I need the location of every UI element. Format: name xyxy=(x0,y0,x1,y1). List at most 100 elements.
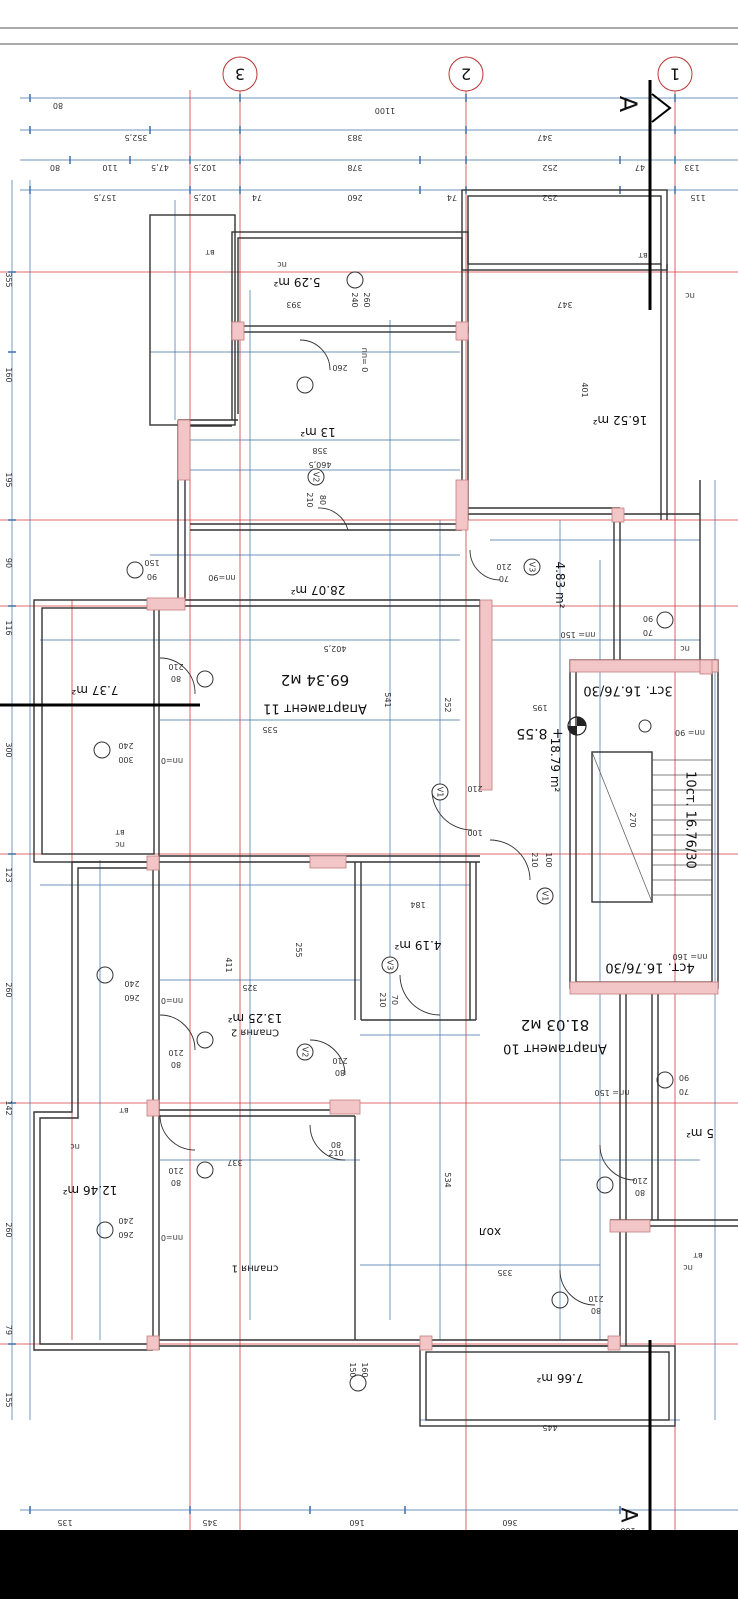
stair-label: 4ст. 16.76/30 xyxy=(605,960,694,975)
dimension-texts: 80 1100 352,5 383 347 80 110 47,5 102,5 … xyxy=(4,101,706,1530)
dimension-value: 252 xyxy=(542,163,557,172)
window-height: 240 xyxy=(118,1216,133,1225)
door-height: 210 xyxy=(467,784,482,793)
sill-height: пп=0 xyxy=(161,756,183,765)
mark-label: пс xyxy=(70,1142,80,1151)
dimension-value: 411 xyxy=(224,957,233,972)
dimension-value: 352,5 xyxy=(125,133,148,142)
window-height: 240 xyxy=(124,979,139,988)
apartment-10-name: Апартамент 10 xyxy=(503,1041,607,1056)
dimension-value: 534 xyxy=(443,1172,452,1187)
sill-height: пп= 90 xyxy=(675,728,705,737)
dimension-value: 184 xyxy=(410,900,425,909)
room-name-hall: хол xyxy=(479,1225,501,1239)
door-height: 210 xyxy=(378,992,387,1007)
dimension-value: 378 xyxy=(347,163,362,172)
dimension-value: 116 xyxy=(4,620,13,635)
door-width: 70 xyxy=(499,574,509,583)
door-tag: V2 xyxy=(312,472,321,483)
installation-marks: вт пс вт пс пс вт пс вт пс вт пс xyxy=(70,248,703,1272)
axis-label-3: 3 xyxy=(235,65,245,84)
door-tag: V3 xyxy=(386,960,395,971)
light-fixture-symbols xyxy=(93,271,674,1392)
door-height: 210 xyxy=(530,852,539,867)
window-width: 160 xyxy=(360,1362,369,1377)
door-tag: V1 xyxy=(436,787,445,798)
dimension-value: 393 xyxy=(286,300,301,309)
dimension-value: 90 xyxy=(4,558,13,568)
window-width: 90 xyxy=(643,614,653,623)
room-area: 18.79 m² xyxy=(548,738,562,793)
window-height: 70 xyxy=(643,628,653,637)
dimension-value: 1100 xyxy=(375,106,395,115)
window-height: 240 xyxy=(118,741,133,750)
stair-label: 3ст. 16.76/30 xyxy=(583,683,672,698)
door-height: 210 xyxy=(168,662,183,671)
dimension-value: 74 xyxy=(252,193,262,202)
bottom-black-bar xyxy=(0,1530,738,1599)
dimension-value: 325 xyxy=(242,983,257,992)
mark-label: вт xyxy=(693,1251,703,1260)
dimension-value: 195 xyxy=(4,472,13,487)
dimension-value: 133 xyxy=(684,163,699,172)
dimension-value: 347 xyxy=(557,300,572,309)
dimension-value: 47 xyxy=(635,163,645,172)
window-width: 300 xyxy=(118,755,133,764)
room-name-bedroom-1: спалня 1 xyxy=(232,1263,279,1274)
door-tag: V2 xyxy=(301,1047,310,1058)
dimension-value: 123 xyxy=(4,867,13,882)
door-width: 100 xyxy=(467,828,482,837)
sill-height: пп= 0 xyxy=(360,348,369,373)
room-area: 5 m² xyxy=(686,1126,714,1140)
section-marker-bottom: A xyxy=(616,1507,641,1522)
dimension-value: 80 xyxy=(53,101,63,110)
door-height: 210 xyxy=(632,1176,647,1185)
mark-label: вт xyxy=(205,248,215,257)
sill-height: пп= 150 xyxy=(561,630,596,639)
dimension-value: 260 xyxy=(4,982,13,997)
level-marker-icon xyxy=(567,716,587,736)
door-height: 210 xyxy=(168,1048,183,1057)
window-width: 90 xyxy=(679,1073,689,1082)
door-width: 80 xyxy=(171,1178,181,1187)
door-height: 210 xyxy=(305,492,314,507)
window-width: 260 xyxy=(118,1230,133,1239)
door-width: 80 xyxy=(171,674,181,683)
section-cut-line xyxy=(0,80,652,1530)
mark-label: пс xyxy=(685,291,695,300)
dimension-value: 102,5 xyxy=(194,193,217,202)
dimension-value: 160 xyxy=(4,367,13,382)
room-area: 4.19 m² xyxy=(394,938,441,952)
door-height: 210 xyxy=(332,1056,347,1065)
sill-labels: пп= 0 пп=90 пп= 150 пп=0 пп= 90 пп= 160 … xyxy=(161,348,708,1242)
room-area: 28.07 m² xyxy=(290,583,345,597)
mark-label: пс xyxy=(277,260,287,269)
door-height: 210 xyxy=(328,1149,343,1158)
door-width: 80 xyxy=(331,1140,341,1149)
mark-label: вт xyxy=(115,828,125,837)
walls xyxy=(33,189,738,1427)
dimension-value: 47,5 xyxy=(151,163,169,172)
dimension-value: 541 xyxy=(383,692,392,707)
door-swings xyxy=(159,339,636,1306)
dimension-value: 79 xyxy=(4,1325,13,1335)
dimension-value: 270 xyxy=(628,812,637,827)
room-area: 4.83 m² xyxy=(553,561,567,608)
room-name-bedroom-2: Спалня 2 xyxy=(231,1027,279,1038)
dimension-value: 445 xyxy=(542,1423,557,1432)
dimension-value: 335 xyxy=(497,1268,512,1277)
room-area: 13.25 m² xyxy=(227,1011,282,1025)
dimension-value: 355 xyxy=(4,272,13,287)
window-height: 90 xyxy=(147,572,157,581)
mark-label: пс xyxy=(115,840,125,849)
sill-height: пп=90 xyxy=(208,573,235,582)
stair-treads xyxy=(591,751,712,903)
dimension-value: 260 xyxy=(332,363,347,372)
dimension-value: 358 xyxy=(312,446,327,455)
dimension-value: 337 xyxy=(227,1158,242,1167)
room-area: 5.29 m² xyxy=(273,275,320,289)
dimension-value: 252 xyxy=(542,193,557,202)
sill-height: пп=0 xyxy=(161,996,183,1005)
dimension-value: 401 xyxy=(580,382,589,397)
apartment-11-name: Апартамент 11 xyxy=(263,701,367,716)
